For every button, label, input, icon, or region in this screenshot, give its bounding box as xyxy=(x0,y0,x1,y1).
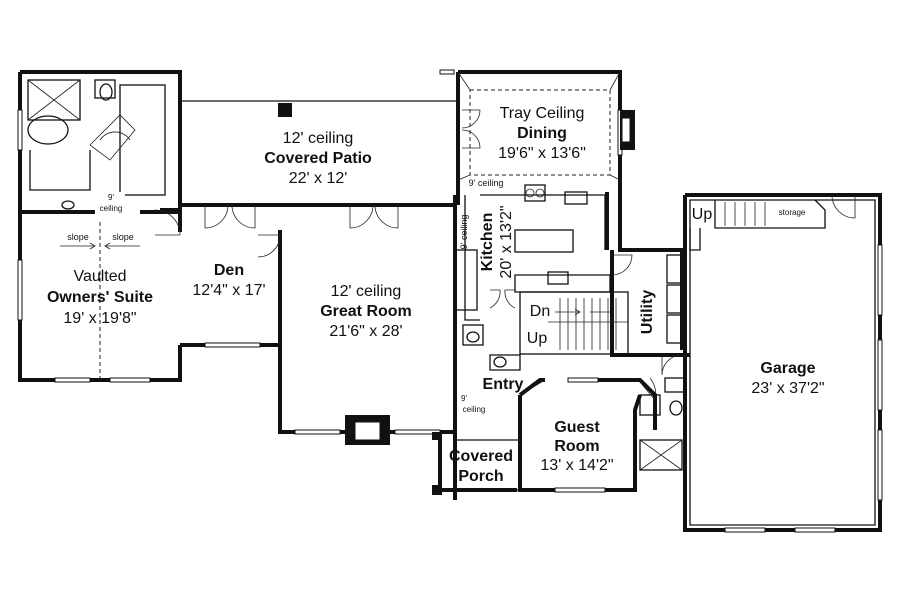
dining-ceiling: Tray Ceiling xyxy=(500,105,585,122)
utility-name: Utility xyxy=(639,290,656,335)
guest-room-line1: Guest xyxy=(554,419,600,436)
garage-dims: 23' x 37'2" xyxy=(751,380,824,397)
dining-details xyxy=(457,71,635,181)
entry-name: Entry xyxy=(483,376,524,393)
dining-name: Dining xyxy=(517,125,567,142)
great-room-fireplace xyxy=(345,415,442,495)
patio-dims: 22' x 12' xyxy=(289,170,348,187)
porch-line2: Porch xyxy=(458,468,503,485)
stairs-up-label: Up xyxy=(527,330,548,347)
entry-ceiling-word: ceiling xyxy=(463,405,486,414)
porch-line1: Covered xyxy=(449,448,513,465)
kitchen-name: Kitchen xyxy=(479,213,496,272)
den-dims: 12'4" x 17' xyxy=(192,282,265,299)
kitchen-dims: 20' x 13'2" xyxy=(498,205,515,278)
suite-dividers xyxy=(60,192,140,378)
great-room-name: Great Room xyxy=(320,303,412,320)
patio-post xyxy=(278,103,292,117)
great-room-ceiling: 12' ceiling xyxy=(331,283,402,300)
kitchen-side-ceiling: 9' ceiling xyxy=(459,215,469,250)
garage-up-label: Up xyxy=(692,206,713,223)
entry-ceiling-height: 9' xyxy=(461,394,467,403)
guest-room-line2: Room xyxy=(554,438,599,455)
suite-closet-ceiling-height: 9' xyxy=(108,193,114,202)
suite-closet-ceiling-word: ceiling xyxy=(100,204,123,213)
den-name: Den xyxy=(214,262,244,279)
guest-room-dims: 13' x 14'2" xyxy=(540,457,613,474)
owners-suite-line1: Vaulted xyxy=(73,268,126,285)
doors xyxy=(154,109,856,401)
slope-label-right: slope xyxy=(112,232,134,242)
patio-ceiling: 12' ceiling xyxy=(283,130,354,147)
kitchen-details xyxy=(454,184,611,321)
patio-name: Covered Patio xyxy=(264,150,372,167)
utility-fixtures xyxy=(666,254,682,344)
storage-label: storage xyxy=(779,208,806,217)
owners-suite-dims: 19' x 19'8" xyxy=(63,310,136,327)
dining-dims: 19'6" x 13'6" xyxy=(498,145,586,162)
slope-label-left: slope xyxy=(67,232,89,242)
great-room-dims: 21'6" x 28' xyxy=(329,323,402,340)
owners-bath xyxy=(27,79,166,210)
stairs xyxy=(519,291,629,355)
stairs-down-label: Dn xyxy=(530,303,550,320)
exterior-walls xyxy=(18,70,882,532)
room-labels: Vaulted Owners' Suite 19' x 19'8" slope … xyxy=(47,105,825,485)
bath-fixtures xyxy=(462,324,686,471)
owners-suite-name: Owners' Suite xyxy=(47,289,153,306)
kitchen-nook-ceiling: 9' ceiling xyxy=(469,178,504,188)
garage-storage-stair xyxy=(689,199,826,251)
garage-name: Garage xyxy=(760,360,815,377)
